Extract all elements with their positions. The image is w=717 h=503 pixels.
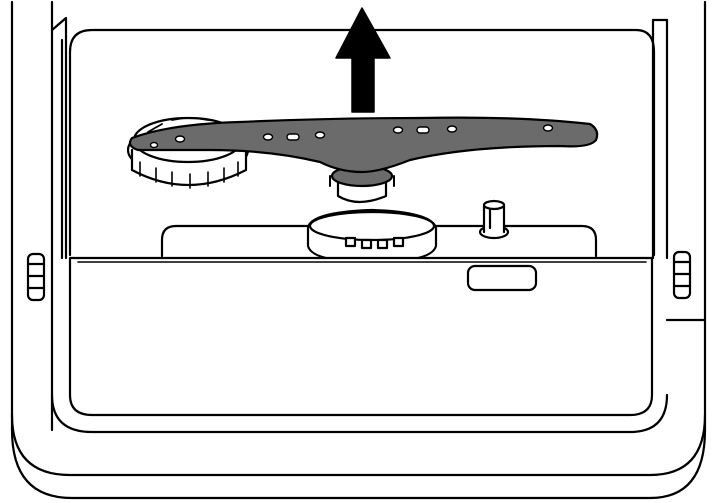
cabinet-base-outer bbox=[10, 413, 707, 477]
sump-knob bbox=[478, 199, 510, 240]
spray-arm bbox=[126, 116, 599, 204]
panel-slot bbox=[466, 264, 538, 292]
spray-arm-bar bbox=[128, 116, 599, 174]
spray-arm-nozzles bbox=[149, 124, 554, 149]
tub-left-side bbox=[50, 16, 68, 260]
front-panel bbox=[68, 256, 654, 417]
filter-cup bbox=[306, 208, 438, 264]
tub-floor-front-edge bbox=[50, 393, 669, 434]
left-hinge bbox=[26, 252, 46, 302]
dishwasher-cabinet bbox=[10, 0, 707, 500]
right-hinge bbox=[672, 250, 692, 300]
arrow-up-icon bbox=[335, 7, 391, 113]
cabinet-base-bottom bbox=[10, 428, 707, 500]
